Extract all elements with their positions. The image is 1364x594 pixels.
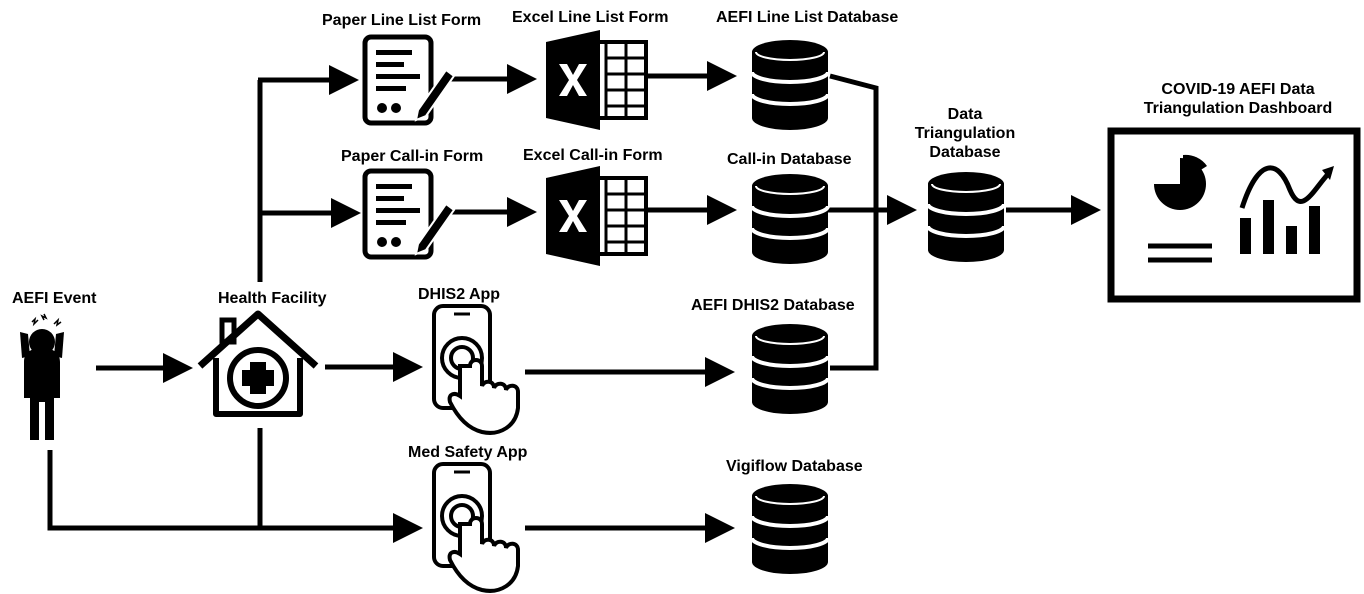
label-vigiflow-database: Vigiflow Database	[726, 458, 863, 475]
paper-form-icon	[365, 171, 454, 257]
database-icon	[926, 170, 1006, 264]
database-icon	[750, 38, 830, 132]
label-data-triangulation-database: Data Triangulation Database	[914, 106, 1016, 161]
label-health-facility: Health Facility	[218, 290, 327, 307]
excel-icon	[544, 164, 648, 268]
health-facility-house-icon	[197, 310, 319, 417]
stressed-person-icon	[20, 313, 64, 440]
excel-icon	[544, 28, 648, 132]
label-excel-callin-form: Excel Call-in Form	[523, 147, 663, 164]
database-icon	[750, 482, 830, 576]
dashboard-monitor-icon	[1107, 127, 1361, 303]
label-aefi-line-list-database: AEFI Line List Database	[716, 9, 899, 26]
label-dashboard: COVID-19 AEFI Data Triangulation Dashboa…	[1143, 81, 1333, 117]
label-paper-line-list-form: Paper Line List Form	[322, 12, 482, 29]
mobile-app-touch-icon	[432, 304, 520, 435]
label-med-safety-app: Med Safety App	[408, 444, 528, 461]
label-aefi-event: AEFI Event	[12, 290, 97, 307]
database-icon	[750, 172, 830, 266]
database-icon	[750, 322, 830, 416]
paper-form-icon	[365, 37, 454, 123]
label-paper-callin-form: Paper Call-in Form	[341, 148, 484, 165]
mobile-app-touch-icon	[432, 462, 520, 593]
label-excel-line-list-form: Excel Line List Form	[512, 9, 669, 26]
line-line-list-db-merge	[829, 73, 879, 371]
label-aefi-dhis2-database: AEFI DHIS2 Database	[691, 297, 855, 314]
line-event-to-med-safety	[47, 450, 260, 531]
label-callin-database: Call-in Database	[727, 151, 852, 168]
label-dhis2-app: DHIS2 App	[418, 286, 501, 303]
